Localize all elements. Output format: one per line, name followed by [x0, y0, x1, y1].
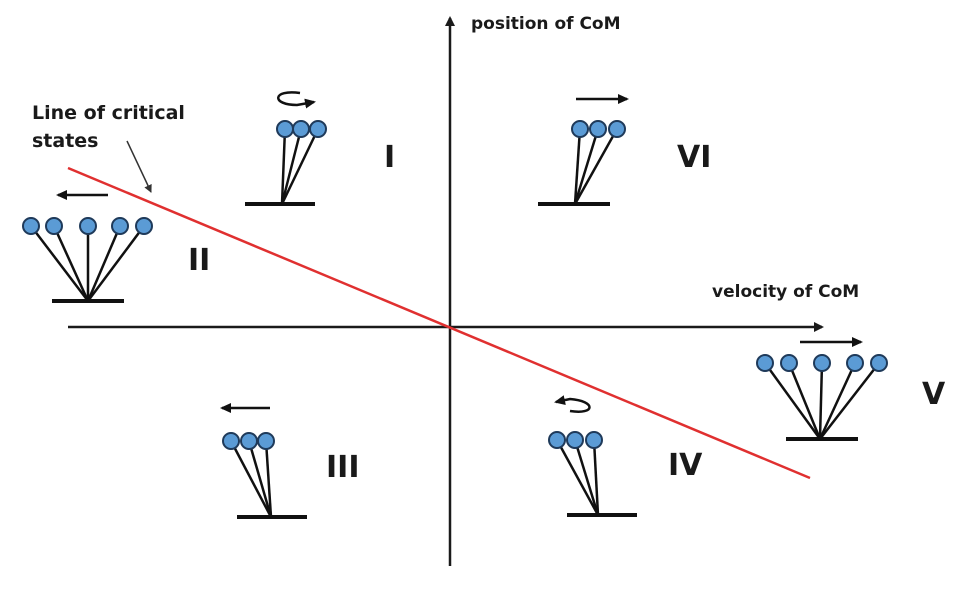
mass-circle: [45, 217, 63, 235]
region-label-V: V: [922, 377, 946, 412]
mass-circle: [566, 431, 584, 449]
pendulum-II: [22, 190, 153, 303]
mass-circle: [756, 354, 774, 372]
pendulum-I: [245, 91, 327, 206]
mass-circle: [257, 432, 275, 450]
mass-circle: [813, 354, 831, 372]
mass-circle: [846, 354, 864, 372]
mass-circle: [309, 120, 327, 138]
rotation-arrow-icon: [277, 91, 316, 109]
pendulum-IV: [548, 395, 637, 517]
mass-circle: [292, 120, 310, 138]
region-label-VI: VI: [677, 140, 711, 175]
mass-circle: [111, 217, 129, 235]
mass-circle: [22, 217, 40, 235]
critical-states-line: [67, 166, 811, 480]
pendulum-V: [756, 337, 888, 441]
x-axis-label: velocity of CoM: [712, 282, 859, 302]
mass-circle: [608, 120, 626, 138]
mass-circle: [548, 431, 566, 449]
critical-line-label-2: states: [32, 130, 99, 152]
pendulum-III: [220, 403, 307, 519]
mass-circle: [79, 217, 97, 235]
pendulum-VI: [538, 94, 629, 206]
region-label-III: III: [326, 450, 360, 485]
mass-circle: [222, 432, 240, 450]
mass-circle: [870, 354, 888, 372]
y-axis-label: position of CoM: [471, 14, 621, 34]
mass-circle: [135, 217, 153, 235]
mass-circle: [571, 120, 589, 138]
critical-line-label-1: Line of critical: [32, 102, 185, 124]
region-label-I: I: [384, 140, 395, 175]
mass-circle: [276, 120, 294, 138]
region-label-II: II: [188, 243, 210, 278]
mass-circle: [780, 354, 798, 372]
mass-circle: [589, 120, 607, 138]
region-label-IV: IV: [668, 448, 703, 483]
critical-line-pointer: [126, 140, 152, 193]
mass-circle: [585, 431, 603, 449]
mass-circle: [240, 432, 258, 450]
rotation-arrow-icon: [554, 395, 591, 413]
